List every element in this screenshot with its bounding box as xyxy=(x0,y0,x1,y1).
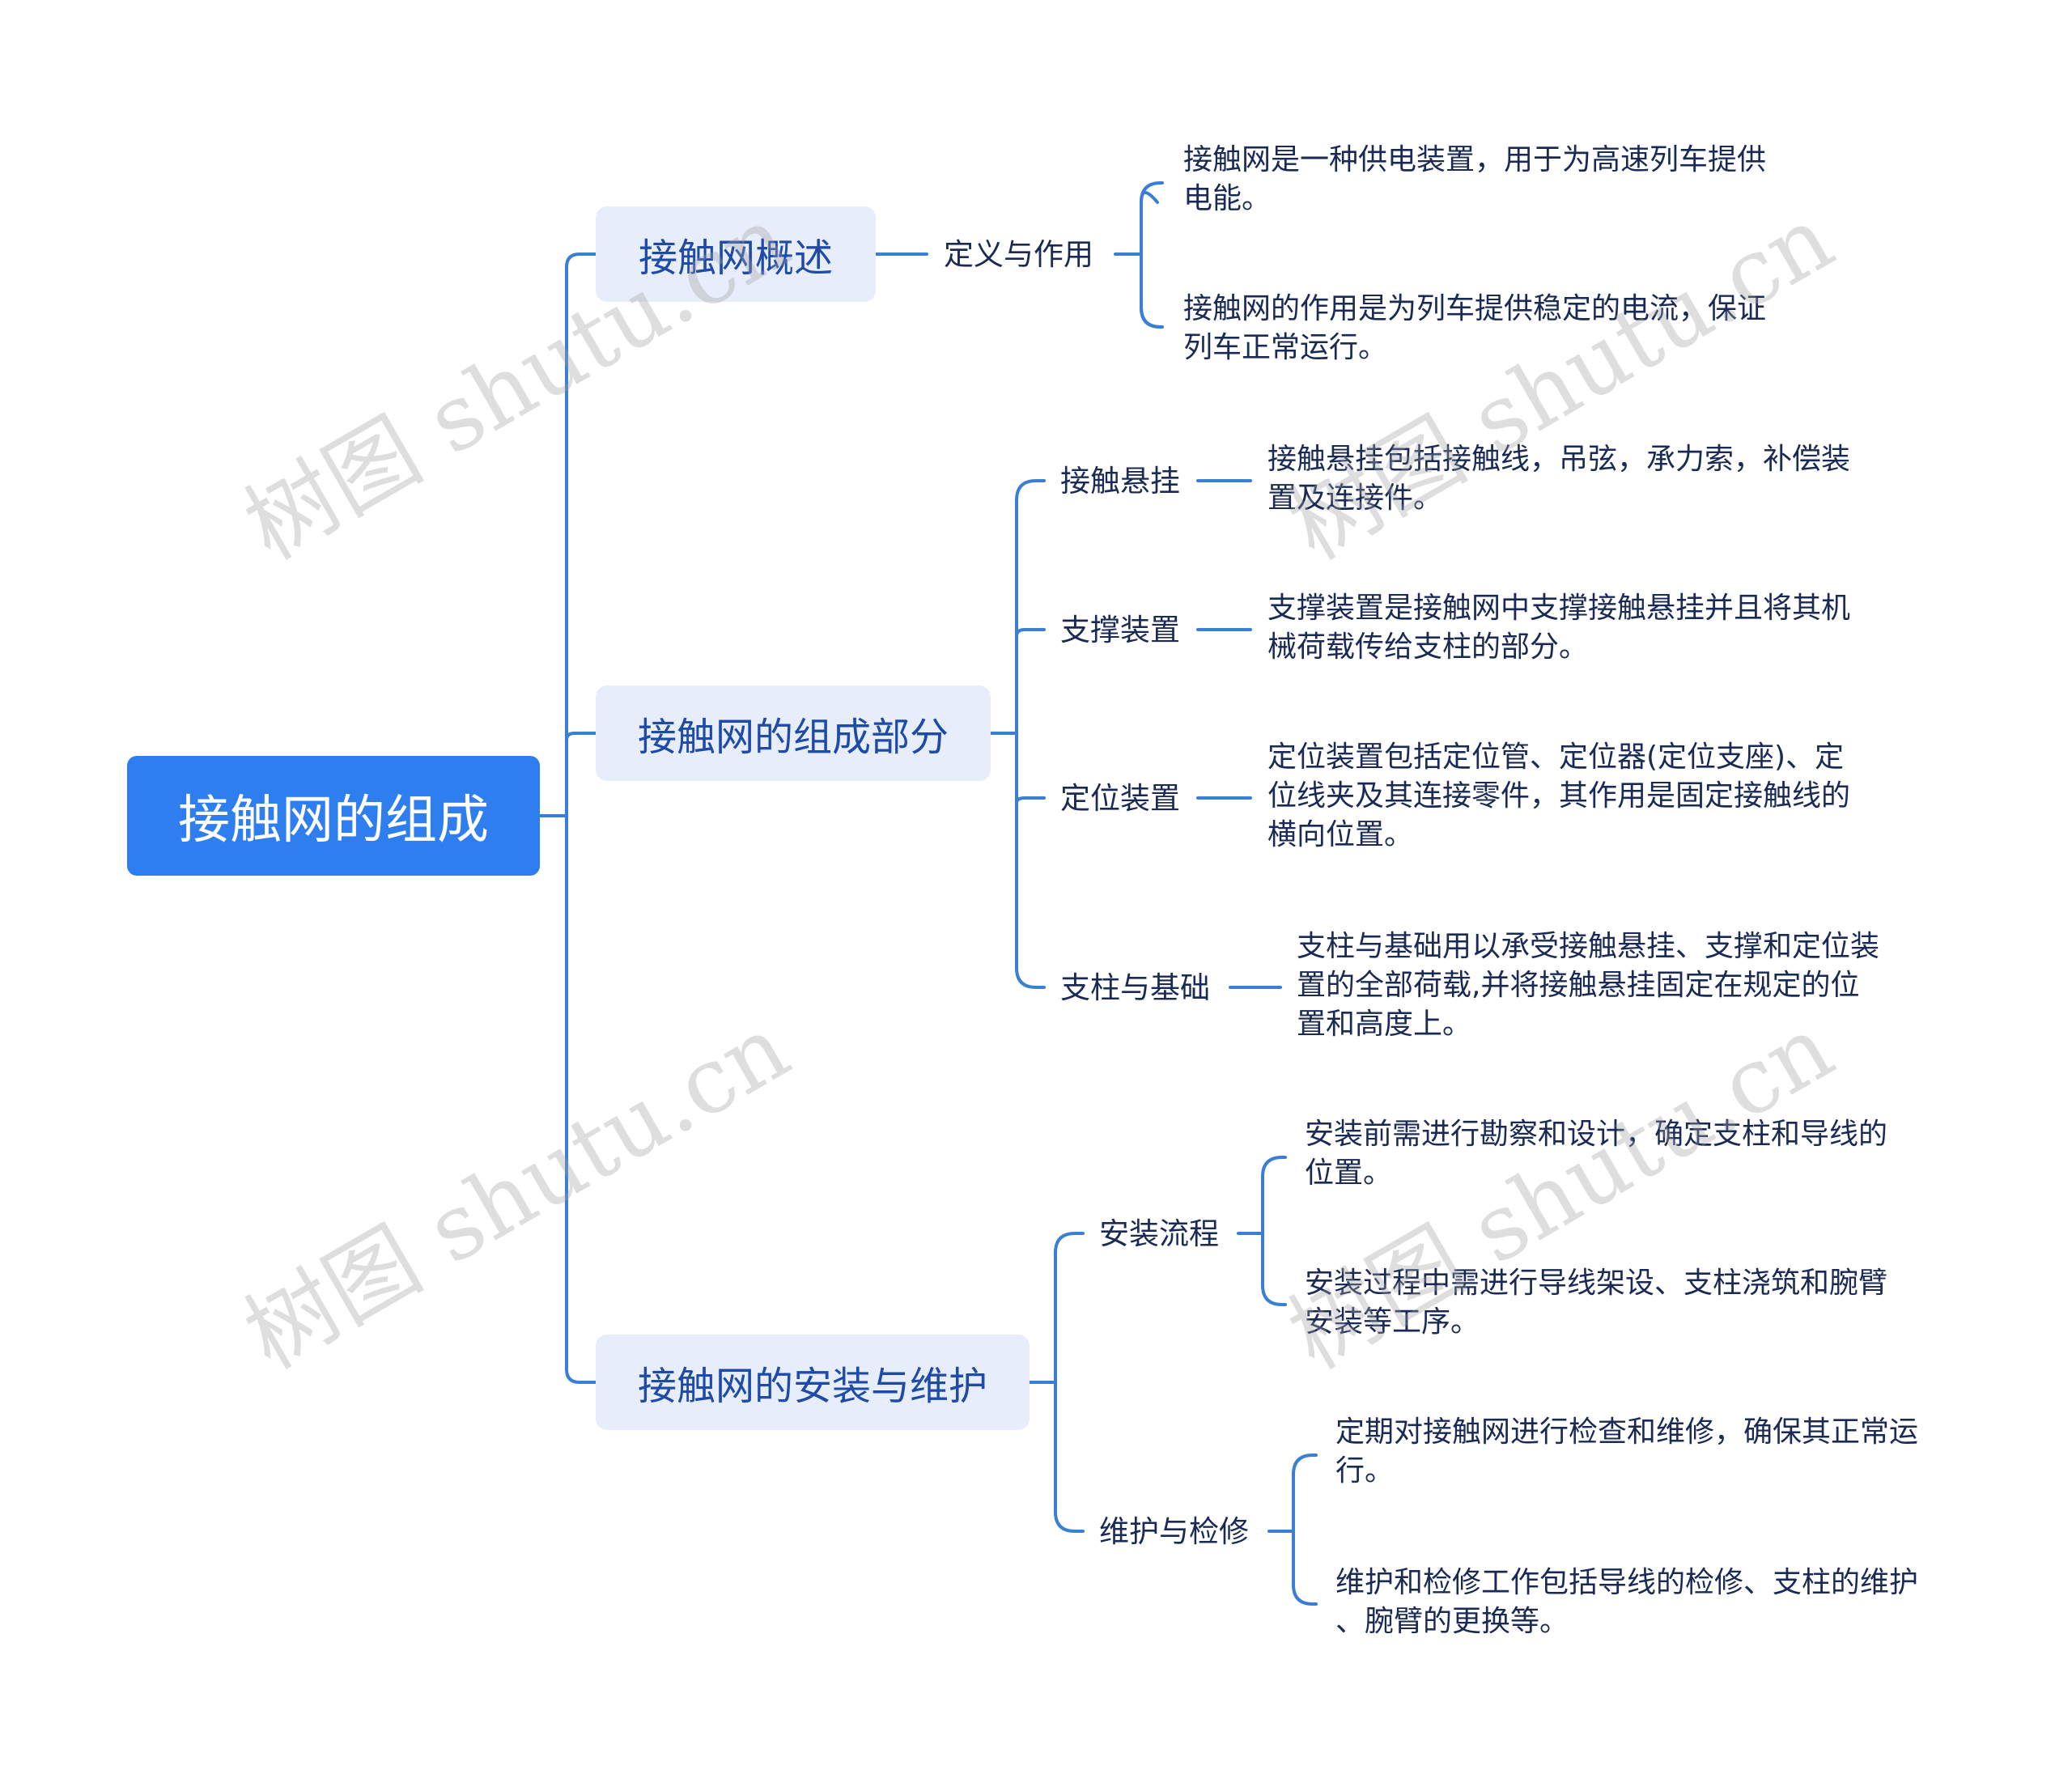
subtopic-positioning[interactable]: 定位装置 xyxy=(1060,781,1180,816)
leaf-text: 接触悬挂包括接触线，吊弦，承力索，补偿装 置及连接件。 xyxy=(1267,443,1851,515)
subtopic-definition[interactable]: 定义与作用 xyxy=(944,237,1093,272)
subtopic-install-process[interactable]: 安装流程 xyxy=(1099,1216,1219,1251)
leaf-text: 接触网是一种供电装置，用于为高速列车提供 电能。 xyxy=(1183,143,1767,215)
subtopic-catenary[interactable]: 接触悬挂 xyxy=(1060,464,1180,499)
branch-node-components[interactable]: 接触网的组成部分 xyxy=(596,685,991,781)
leaf-text: 支撑装置是接触网中支撑接触悬挂并且将其机 械荷载传给支柱的部分。 xyxy=(1267,592,1851,664)
subtopic-pole-foundation[interactable]: 支柱与基础 xyxy=(1060,970,1210,1005)
leaf-text: 定位装置包括定位管、定位器(定位支座)、定 位线夹及其连接零件，其作用是固定接触… xyxy=(1267,741,1851,851)
subtopic-support[interactable]: 支撑装置 xyxy=(1060,613,1180,647)
branch-node-installation[interactable]: 接触网的安装与维护 xyxy=(596,1335,1030,1430)
leaf-text: 支柱与基础用以承受接触悬挂、支撑和定位装 置的全部荷载,并将接触悬挂固定在规定的… xyxy=(1297,930,1880,1041)
leaf-text: 安装过程中需进行导线架设、支柱浇筑和腕臂 安装等工序。 xyxy=(1305,1267,1888,1339)
subtopic-maintenance[interactable]: 维护与检修 xyxy=(1099,1514,1249,1549)
leaf-text: 接触网的作用是为列车提供稳定的电流，保证 列车正常运行。 xyxy=(1183,292,1767,364)
leaf-text: 维护和检修工作包括导线的检修、支柱的维护 、腕臂的更换等。 xyxy=(1335,1566,1919,1638)
leaf-text: 定期对接触网进行检查和维修，确保其正常运 行。 xyxy=(1335,1415,1919,1488)
root-node[interactable]: 接触网的组成 xyxy=(127,756,540,876)
leaf-text: 安装前需进行勘察和设计，确定支柱和导线的 位置。 xyxy=(1305,1118,1888,1190)
branch-node-overview[interactable]: 接触网概述 xyxy=(596,206,876,302)
